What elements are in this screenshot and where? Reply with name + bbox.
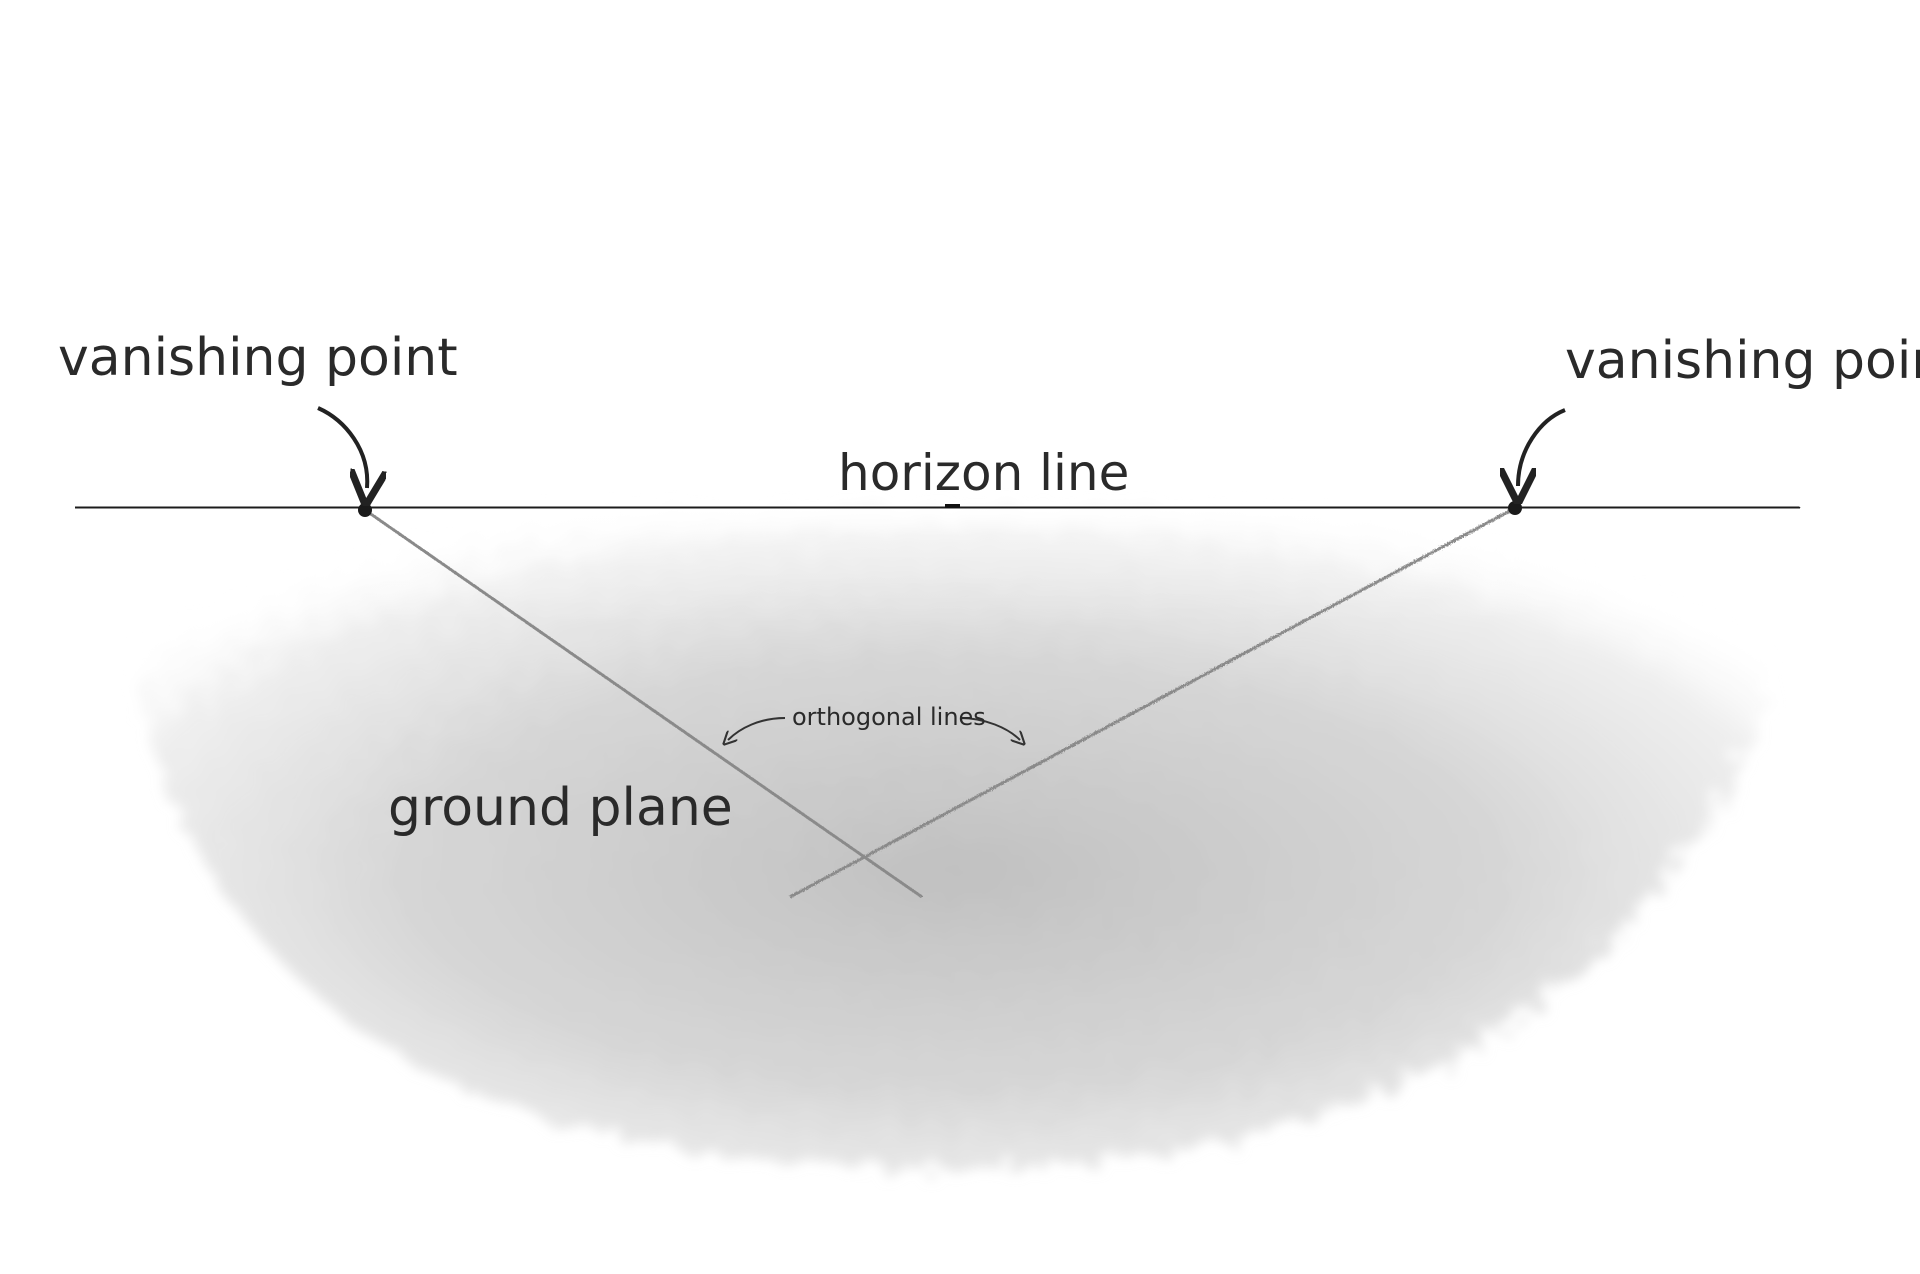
horizon-line [74, 504, 1801, 511]
orthogonal-arrow-left-icon [728, 717, 786, 740]
label-horizon-line: horizon line [838, 444, 1129, 502]
label-orthogonal-lines: orthogonal lines [792, 703, 986, 731]
vanishing-point-arrows [317, 406, 1566, 488]
ground-plane-shading [60, 505, 1860, 1169]
label-vanishing-point-left: vanishing point [58, 328, 458, 388]
vanishing-point-right-dot [1508, 501, 1522, 515]
label-vanishing-point-right: vanishing point [1565, 331, 1920, 391]
orthogonal-lines [364, 506, 1516, 899]
diagram-labels: vanishing point vanishing point horizon … [58, 328, 1920, 838]
orthogonal-line-right [789, 506, 1516, 899]
orthogonal-label-arrows [728, 717, 1020, 740]
vanishing-point-left-dot [358, 503, 372, 517]
arrow-right-icon [1518, 408, 1566, 486]
arrow-left-icon [317, 406, 367, 488]
orthogonal-arrow-right-icon [959, 717, 1020, 740]
orthogonal-line-left [364, 508, 923, 899]
label-ground-plane: ground plane [388, 778, 733, 838]
